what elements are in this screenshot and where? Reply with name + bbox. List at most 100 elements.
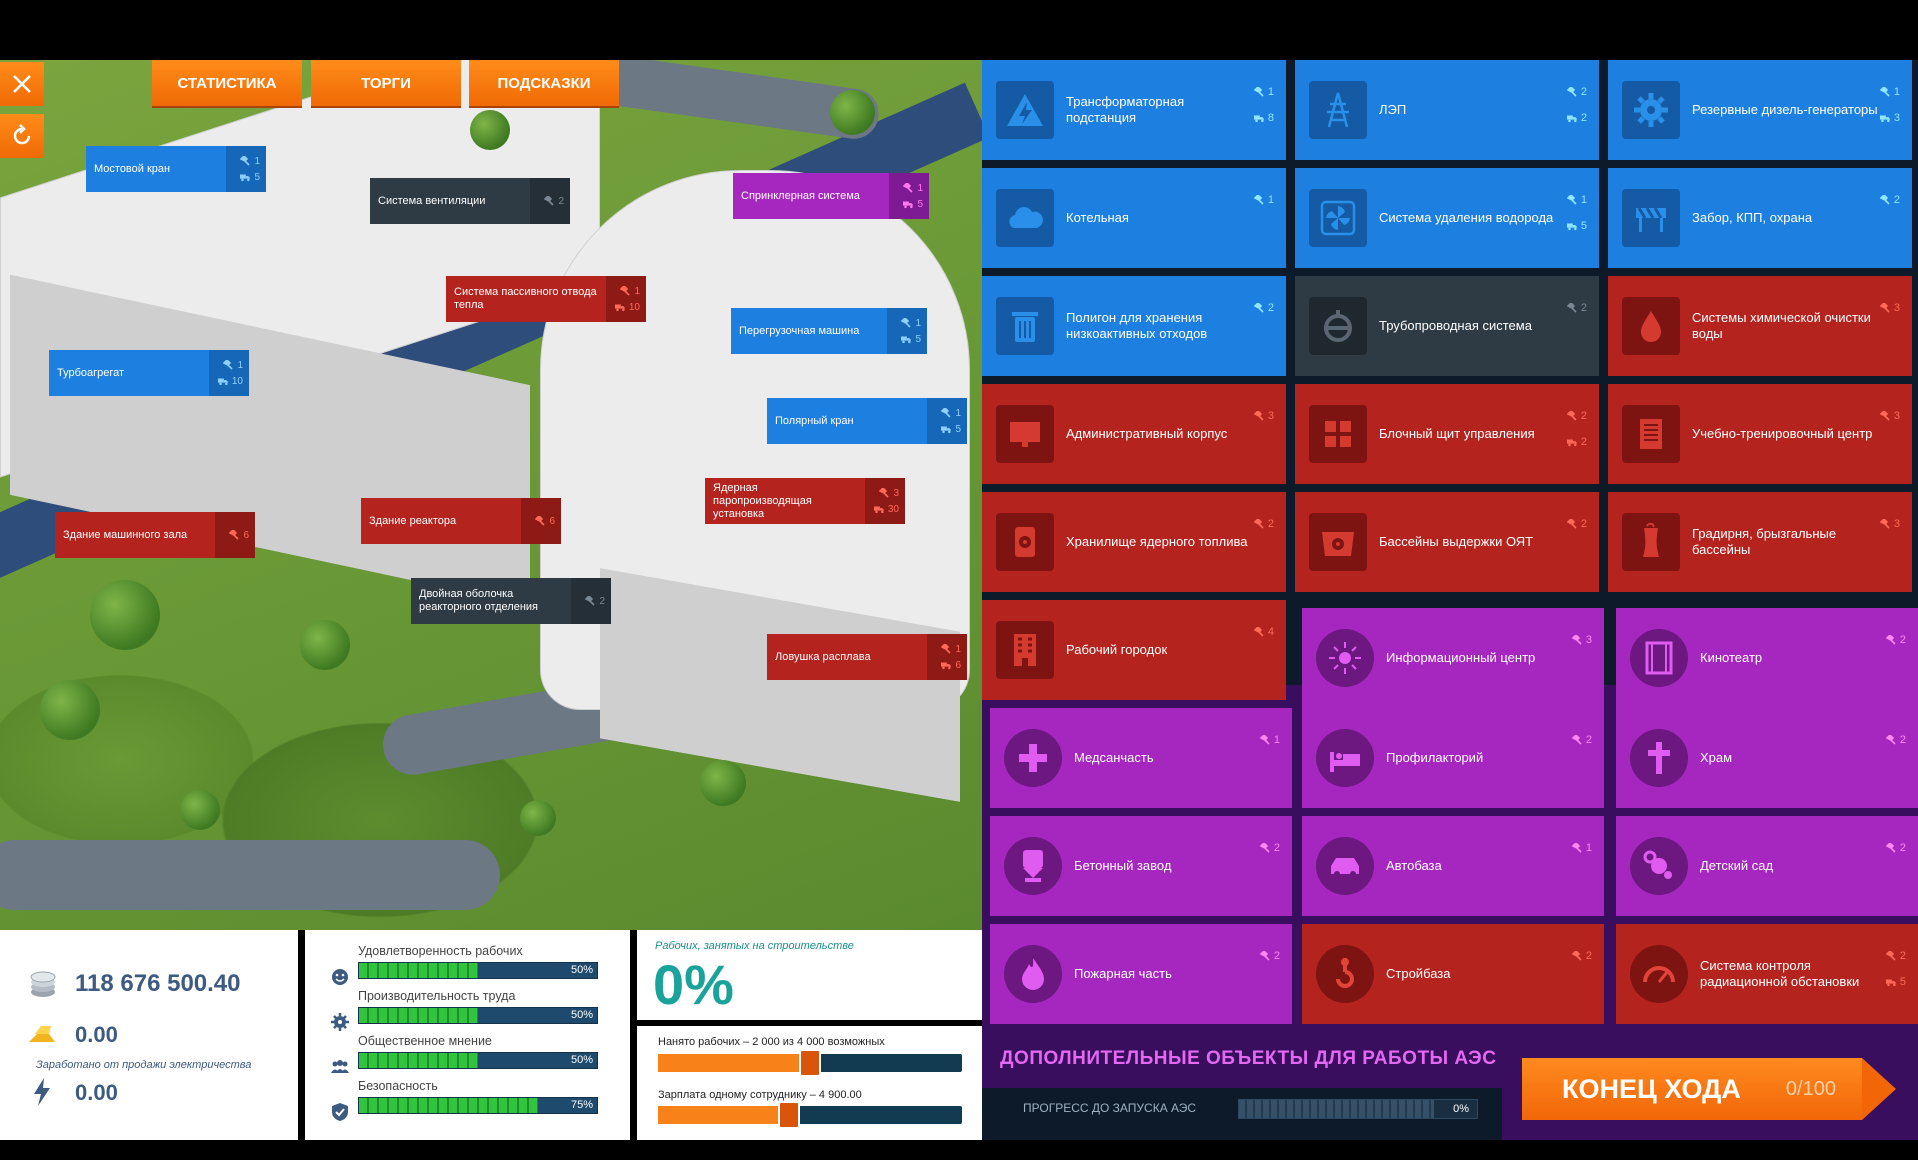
map-label[interactable]: Система пассивного отвода тепла 1 10: [446, 276, 646, 322]
progress-pct: 0%: [1453, 1103, 1469, 1115]
building-card[interactable]: Система удаления водорода 1 5: [1295, 168, 1599, 268]
building-card[interactable]: Административный корпус 3: [982, 384, 1286, 484]
building-cost: 3: [1879, 408, 1900, 424]
building-card[interactable]: Медсанчасть 1: [990, 708, 1292, 808]
map-label-stats: 1 5: [887, 308, 927, 354]
close-button[interactable]: [0, 62, 44, 106]
building-card[interactable]: Бетонный завод 2: [990, 816, 1292, 916]
map-label-name: Ловушка расплава: [767, 634, 927, 680]
rotate-button[interactable]: [0, 114, 44, 158]
hammer-icon: [1253, 411, 1264, 421]
stat-pct: 50%: [570, 1054, 593, 1066]
map-label[interactable]: Здание машинного зала 6: [55, 512, 255, 558]
map-label[interactable]: Спринклерная система 1 5: [733, 173, 929, 219]
building-card[interactable]: Рабочий городок 4: [982, 600, 1286, 700]
building-icon-frame: [1309, 405, 1367, 463]
map-label[interactable]: Турбоагрегат 1 10: [49, 350, 249, 396]
hammer-icon: [1259, 735, 1270, 745]
people-icon: [331, 1060, 349, 1073]
map-label-hammer: 1: [620, 285, 640, 298]
hammer-icon: [941, 643, 952, 654]
hammer-icon: [1253, 519, 1264, 529]
map-label[interactable]: Система вентиляции 2: [370, 178, 570, 224]
map-label[interactable]: Ловушка расплава 1 6: [767, 634, 967, 680]
building-card[interactable]: Детский сад 2: [1616, 816, 1918, 916]
map-label[interactable]: Мостовой кран 1 5: [86, 146, 266, 192]
building-hammer: 1: [1571, 840, 1592, 856]
map-label-truck: 30: [873, 503, 899, 516]
building-truck: 5: [1885, 974, 1906, 990]
building-card[interactable]: Блочный щит управления 2 2: [1295, 384, 1599, 484]
truck-icon: [1885, 979, 1896, 987]
building-card[interactable]: Пожарная часть 2: [990, 924, 1292, 1024]
hammer-icon: [1885, 951, 1896, 961]
building-card[interactable]: Автобаза 1: [1302, 816, 1604, 916]
building-card[interactable]: Хранилище ядерного топлива 2: [982, 492, 1286, 592]
building-card[interactable]: Стройбаза 2: [1302, 924, 1604, 1024]
building-card[interactable]: Кинотеатр 2: [1616, 608, 1918, 708]
tab-statistics[interactable]: СТАТИСТИКА: [152, 60, 302, 106]
building-hammer: 3: [1571, 632, 1592, 648]
progress-label: ПРОГРЕСС ДО ЗАПУСКА АЭС: [1023, 1101, 1197, 1115]
gold-bars-icon: [29, 1026, 55, 1042]
building-icon-frame: [1630, 629, 1688, 687]
hammer-icon: [879, 487, 890, 498]
building-card[interactable]: Учебно-тренировочный центр 3: [1608, 384, 1912, 484]
building-cost: 2: [1885, 732, 1906, 748]
building-card[interactable]: Трансформаторная подстанция 1 8: [982, 60, 1286, 160]
building-name: Учебно-тренировочный центр: [1692, 426, 1873, 441]
building-hammer: 2: [1885, 840, 1906, 856]
building-name: Профилакторий: [1386, 750, 1484, 765]
hired-slider-knob[interactable]: [799, 1049, 821, 1077]
building-card[interactable]: Котельная 1: [982, 168, 1286, 268]
building-card[interactable]: Храм 2: [1616, 708, 1918, 808]
end-turn-counter: 0/100: [1785, 1077, 1836, 1100]
map-label-name: Турбоагрегат: [49, 350, 209, 396]
building-cost: 1: [1259, 732, 1280, 748]
map-label-hammer: 2: [544, 195, 564, 208]
hammer-icon: [1885, 635, 1896, 645]
building-card[interactable]: Полигон для хранения низкоактивных отход…: [982, 276, 1286, 376]
map-label[interactable]: Полярный кран 1 5: [767, 398, 967, 444]
map-label-truck: 10: [217, 375, 243, 388]
tab-hints[interactable]: ПОДСКАЗКИ: [469, 60, 619, 106]
building-card[interactable]: ЛЭП 2 2: [1295, 60, 1599, 160]
lightning-icon: [34, 1078, 50, 1106]
building-card[interactable]: Забор, КПП, охрана 2: [1608, 168, 1912, 268]
silo-icon: [1023, 850, 1043, 882]
map-label[interactable]: Перегрузочная машина 1 5: [731, 308, 927, 354]
workforce-caption: Рабочих, занятых на строительстве: [655, 940, 854, 952]
building-card[interactable]: Резервные дизель-генераторы 1 3: [1608, 60, 1912, 160]
building-hammer: 2: [1879, 192, 1900, 208]
salary-slider-knob[interactable]: [777, 1101, 800, 1129]
building-cost: 4: [1253, 624, 1274, 640]
end-turn-button[interactable]: КОНЕЦ ХОДА 0/100: [1522, 1058, 1896, 1120]
building-cost: 2: [1253, 516, 1274, 532]
building-icon-frame: [1309, 189, 1367, 247]
building-cost: 3: [1879, 300, 1900, 316]
map-label[interactable]: Здание реактора 6: [361, 498, 561, 544]
building-card[interactable]: Градирня, брызгальные бассейны 3: [1608, 492, 1912, 592]
map-label[interactable]: Ядерная паропроизводящая установка 3 30: [705, 478, 905, 524]
building-icon-frame: [1630, 729, 1688, 787]
building-card[interactable]: Информационный центр 3: [1302, 608, 1604, 708]
building-card[interactable]: Бассейны выдержки ОЯТ 2: [1295, 492, 1599, 592]
building-card[interactable]: Профилакторий 2: [1302, 708, 1604, 808]
map-label-name: Здание реактора: [361, 498, 521, 544]
building-name: Административный корпус: [1066, 426, 1228, 441]
building-card[interactable]: Системы химической очистки воды 3: [1608, 276, 1912, 376]
tab-trading[interactable]: ТОРГИ: [311, 60, 461, 106]
truck-icon: [903, 201, 914, 209]
hammer-icon: [1253, 87, 1264, 97]
hired-slider-fill: [658, 1054, 810, 1072]
building-card[interactable]: Трубопроводная система 2: [1295, 276, 1599, 376]
map-label[interactable]: Двойная оболочка реакторного отделения 2: [411, 578, 611, 624]
truck-icon: [1566, 223, 1577, 231]
building-icon-frame: [1316, 729, 1374, 787]
building-cost: 2: [1885, 632, 1906, 648]
hammer-icon: [223, 359, 234, 370]
rotate-icon: [13, 124, 31, 145]
hired-slider[interactable]: [658, 1049, 962, 1077]
salary-slider[interactable]: [658, 1101, 962, 1129]
building-card[interactable]: Система контроля радиационной обстановки…: [1616, 924, 1918, 1024]
